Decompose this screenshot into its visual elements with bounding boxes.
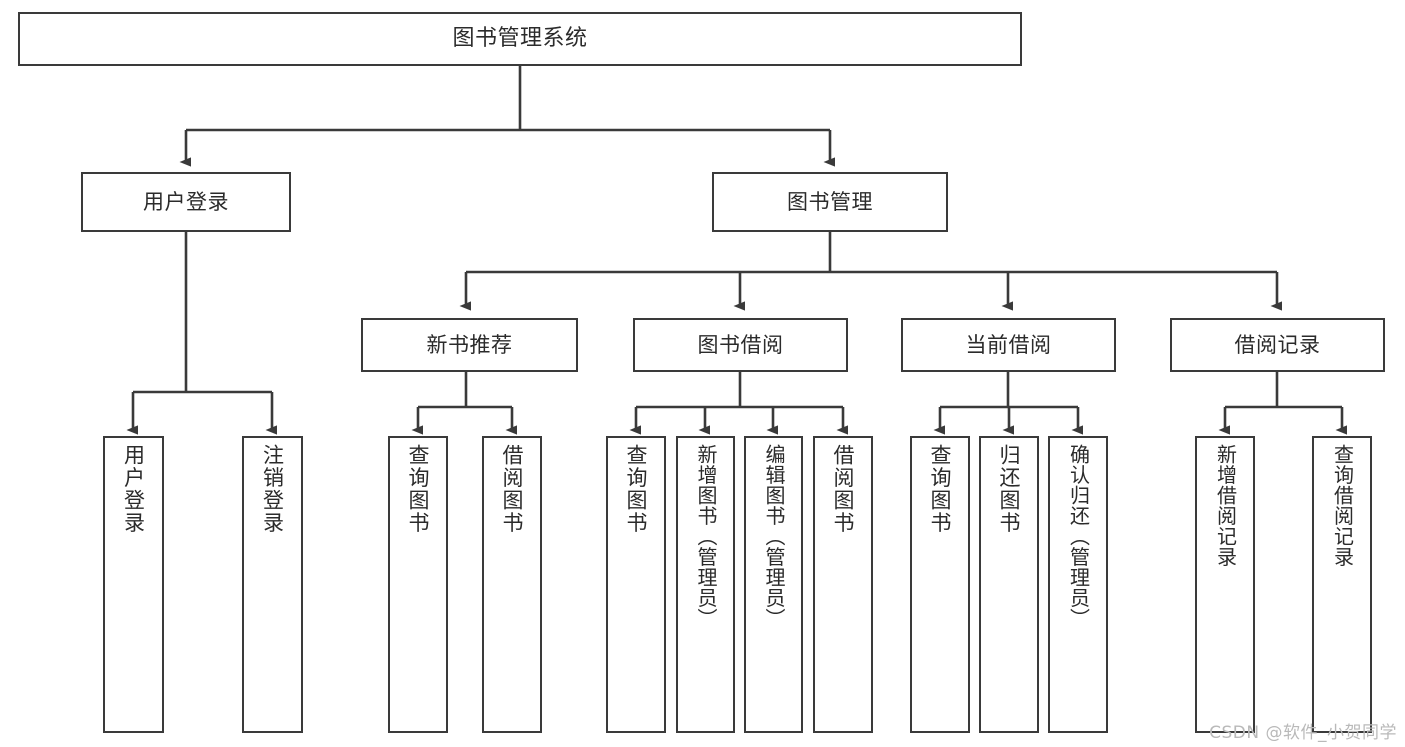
node-leaf-confirm-return[interactable]: 确认归还（管理员）: [1048, 436, 1108, 733]
node-label: 当前借阅: [965, 332, 1052, 357]
node-leaf-query-record[interactable]: 查询借阅记录: [1312, 436, 1372, 733]
node-label: 用户登录: [121, 444, 146, 534]
node-leaf-query-book-2[interactable]: 查询图书: [606, 436, 666, 733]
node-user-login[interactable]: 用户登录: [81, 172, 291, 232]
node-leaf-query-book-3[interactable]: 查询图书: [910, 436, 970, 733]
node-leaf-user-login[interactable]: 用户登录: [103, 436, 164, 733]
node-leaf-query-book-1[interactable]: 查询图书: [388, 436, 448, 733]
node-book-manage[interactable]: 图书管理: [712, 172, 948, 232]
node-label: 确认归还（管理员）: [1066, 444, 1091, 629]
node-borrow-record[interactable]: 借阅记录: [1170, 318, 1385, 372]
node-label: 新书推荐: [426, 332, 513, 357]
node-leaf-add-record[interactable]: 新增借阅记录: [1195, 436, 1255, 733]
node-root-system[interactable]: 图书管理系统: [18, 12, 1022, 66]
node-label: 编辑图书（管理员）: [762, 444, 786, 629]
node-label: 图书管理系统: [452, 26, 588, 52]
node-leaf-add-book[interactable]: 新增图书（管理员）: [676, 436, 735, 733]
node-label: 用户登录: [143, 189, 229, 214]
node-leaf-return-book[interactable]: 归还图书: [979, 436, 1039, 733]
node-new-book-recommend[interactable]: 新书推荐: [361, 318, 578, 372]
node-label: 查询图书: [624, 444, 649, 534]
node-label: 查询借阅记录: [1330, 444, 1355, 567]
node-leaf-borrow-book-2[interactable]: 借阅图书: [813, 436, 873, 733]
node-label: 借阅记录: [1234, 332, 1321, 357]
node-leaf-logout[interactable]: 注销登录: [242, 436, 303, 733]
node-label: 新增图书（管理员）: [694, 444, 718, 629]
node-label: 图书借阅: [697, 332, 784, 357]
node-leaf-borrow-book-1[interactable]: 借阅图书: [482, 436, 542, 733]
node-label: 查询图书: [928, 444, 953, 534]
node-label: 归还图书: [997, 444, 1022, 534]
csdn-watermark: CSDN @软件_小贺同学: [1209, 723, 1397, 743]
node-label: 注销登录: [260, 444, 285, 534]
node-label: 图书管理: [787, 189, 873, 214]
node-label: 借阅图书: [831, 444, 856, 534]
node-current-borrow[interactable]: 当前借阅: [901, 318, 1116, 372]
node-book-borrow[interactable]: 图书借阅: [633, 318, 848, 372]
node-label: 新增借阅记录: [1213, 444, 1238, 567]
node-label: 借阅图书: [500, 444, 525, 534]
node-leaf-edit-book[interactable]: 编辑图书（管理员）: [744, 436, 803, 733]
node-label: 查询图书: [406, 444, 431, 534]
